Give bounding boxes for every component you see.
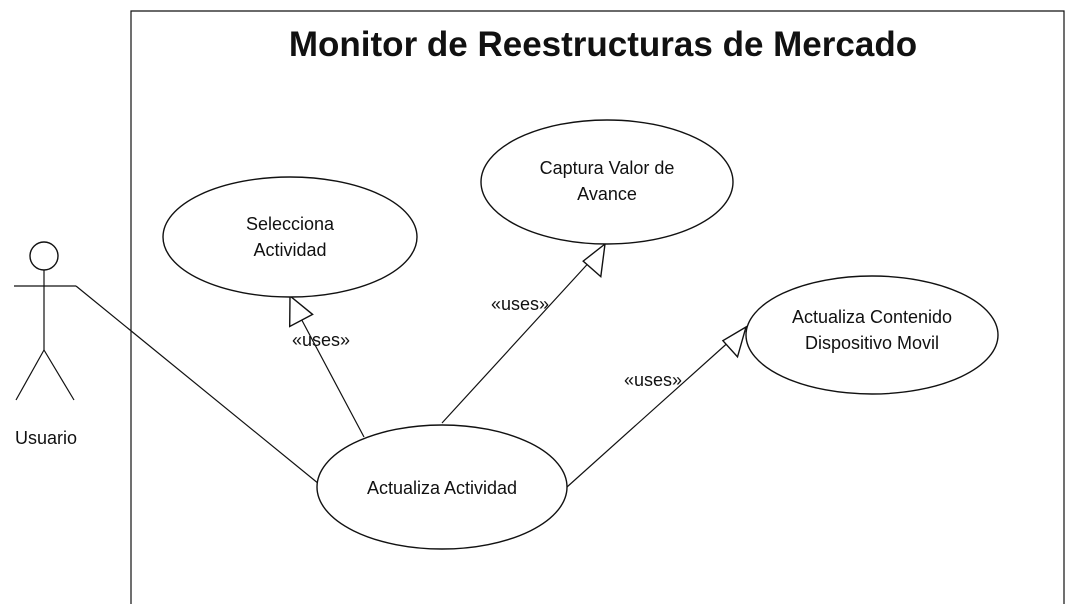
- use-case-ellipse: [480, 119, 734, 245]
- use-case-label: Dispositivo Movil: [805, 333, 939, 353]
- system-title: Monitor de Reestructuras de Mercado: [289, 25, 917, 64]
- use-case-ellipse: [162, 176, 418, 298]
- uses-label-selecciona: «uses»: [292, 330, 350, 350]
- use-case-selecciona-actividad: Selecciona Actividad: [162, 176, 418, 298]
- uses-line-selecciona: [296, 310, 365, 438]
- use-case-label: Captura Valor de: [540, 158, 675, 178]
- generalization-arrowhead: [288, 294, 314, 328]
- use-case-captura-valor-de-avance: Captura Valor de Avance: [480, 119, 734, 245]
- use-case-ellipse: [745, 275, 999, 395]
- system-boundary: [130, 10, 1065, 604]
- use-case-actualiza-contenido: Actualiza Contenido Dispositivo Movil: [745, 275, 999, 395]
- use-case-actualiza-actividad: Actualiza Actividad: [316, 424, 568, 550]
- use-case-label: Actualiza Actividad: [367, 478, 517, 498]
- use-case-ellipse: [316, 424, 568, 550]
- use-case-label: Actualiza Contenido: [792, 307, 952, 327]
- use-case-label: Selecciona: [246, 214, 335, 234]
- use-case-label: Actividad: [253, 240, 326, 260]
- generalization-arrowhead: [721, 325, 748, 359]
- actor-right-leg: [43, 349, 75, 401]
- uses-line-captura: [441, 256, 595, 424]
- association-line: [75, 285, 320, 485]
- uses-label-contenido: «uses»: [624, 370, 682, 390]
- use-case-label: Avance: [577, 184, 637, 204]
- actor-left-leg: [15, 349, 45, 401]
- generalization-arrowhead: [582, 242, 606, 278]
- actor-usuario: Usuario: [14, 241, 77, 448]
- uses-line-contenido: [566, 338, 733, 488]
- uses-label-captura: «uses»: [491, 294, 549, 314]
- actor-label: Usuario: [15, 428, 77, 448]
- actor-head: [29, 241, 59, 271]
